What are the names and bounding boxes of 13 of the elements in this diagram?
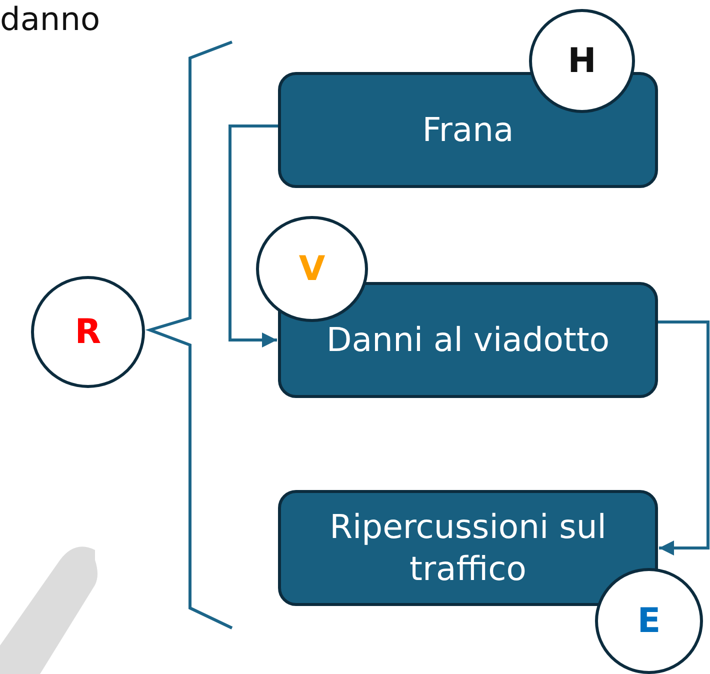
process-box bbox=[278, 72, 658, 188]
node-label: E bbox=[637, 601, 661, 641]
arrow bbox=[658, 320, 710, 556]
process-box bbox=[278, 282, 658, 398]
process-box bbox=[278, 490, 658, 606]
node-label: Danni al viadotto bbox=[326, 319, 610, 361]
node-label: Frana bbox=[422, 109, 514, 151]
node-label: Ripercussioni sul traffico bbox=[328, 506, 608, 590]
text-label: danno bbox=[0, 0, 100, 38]
arrow bbox=[228, 124, 278, 348]
node-label: V bbox=[298, 249, 326, 289]
node-label: R bbox=[74, 312, 102, 352]
node-label: H bbox=[568, 41, 596, 81]
